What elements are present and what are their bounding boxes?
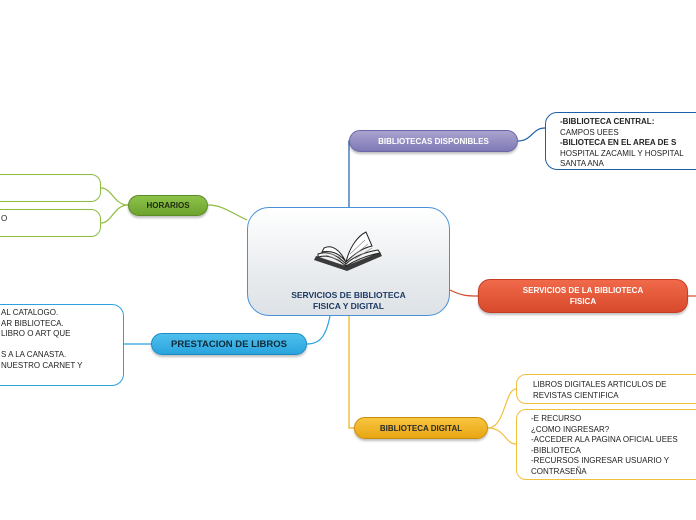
detail-line: CONTRASEÑA <box>531 466 587 476</box>
central-topic-title: SERVICIOS DE BIBLIOTECA FISICA Y DIGITAL <box>248 290 449 312</box>
subtopic-horarios-1[interactable] <box>0 174 101 202</box>
central-title-line1: SERVICIOS DE BIBLIOTECA <box>291 290 406 300</box>
topic-prestacion-de-libros[interactable]: PRESTACION DE LIBROS <box>151 333 307 355</box>
topic-bibliotecas-label: BIBLIOTECAS DISPONIBLES <box>378 136 489 146</box>
topic-servicios-label-line2: FISICA <box>569 297 597 306</box>
subtopic-libros-digitales[interactable]: LIBROS DIGITALES ARTICULOS DE REVISTAS C… <box>516 374 696 404</box>
detail-line: S A LA CANASTA. <box>1 350 67 359</box>
detail-line: NUESTRO CARNET Y <box>1 360 83 370</box>
detail-line: -E RECURSO <box>531 414 582 423</box>
subtopic-e-recurso[interactable]: -E RECURSO ¿COMO INGRESAR? -ACCEDER ALA … <box>516 409 696 480</box>
open-book-icon <box>314 231 382 271</box>
detail-line <box>0 179 92 190</box>
topic-horarios[interactable]: HORARIOS <box>128 195 208 216</box>
topic-prestacion-label: PRESTACION DE LIBROS <box>171 338 287 350</box>
detail-line: -BILIOTECA EN EL AREA DE S <box>560 138 677 147</box>
detail-line <box>1 340 115 351</box>
detail-line: O <box>1 214 8 223</box>
detail-line: -BIBLIOTECA <box>531 445 581 455</box>
topic-biblioteca-digital[interactable]: BIBLIOTECA DIGITAL <box>354 417 488 439</box>
detail-line: CAMPOS UEES <box>560 127 619 137</box>
subtopic-bibliotecas-details[interactable]: -BIBLIOTECA CENTRAL: CAMPOS UEES -BILIOT… <box>545 112 696 170</box>
topic-horarios-label: HORARIOS <box>146 201 190 210</box>
detail-line: SANTA ANA <box>560 159 604 168</box>
topic-digital-label: BIBLIOTECA DIGITAL <box>379 423 463 433</box>
central-topic[interactable]: SERVICIOS DE BIBLIOTECA FISICA Y DIGITAL <box>247 207 450 316</box>
detail-line: ¿COMO INGRESAR? <box>531 424 610 434</box>
topic-servicios-label-line1: SERVICIOS DE LA BIBLIOTECA <box>522 286 644 295</box>
detail-line: -ACCEDER ALA PAGINA OFICIAL UEES <box>531 435 678 444</box>
detail-line: LIBROS DIGITALES ARTICULOS DE <box>533 380 667 389</box>
subtopic-prestacion-details[interactable]: AL CATALOGO. AR BIBLIOTECA. LIBRO O ART … <box>0 304 124 386</box>
detail-line: -RECURSOS INGRESAR USUARIO Y <box>531 456 670 465</box>
central-title-line2: FISICA Y DIGITAL <box>313 301 384 311</box>
detail-line: REVISTAS CIENTIFICA <box>533 390 619 400</box>
detail-line: LIBRO O ART QUE <box>1 329 71 338</box>
detail-line: -BIBLIOTECA CENTRAL: <box>560 117 655 126</box>
subtopic-horarios-2[interactable]: O <box>0 209 101 237</box>
detail-line: AR BIBLIOTECA. <box>1 318 64 328</box>
detail-line: AL CATALOGO. <box>1 308 59 317</box>
topic-bibliotecas-disponibles[interactable]: BIBLIOTECAS DISPONIBLES <box>349 130 518 152</box>
detail-line: HOSPITAL ZACAMIL Y HOSPITAL <box>560 148 684 158</box>
topic-servicios-biblioteca-fisica[interactable]: SERVICIOS DE LA BIBLIOTECA FISICA <box>478 279 688 313</box>
